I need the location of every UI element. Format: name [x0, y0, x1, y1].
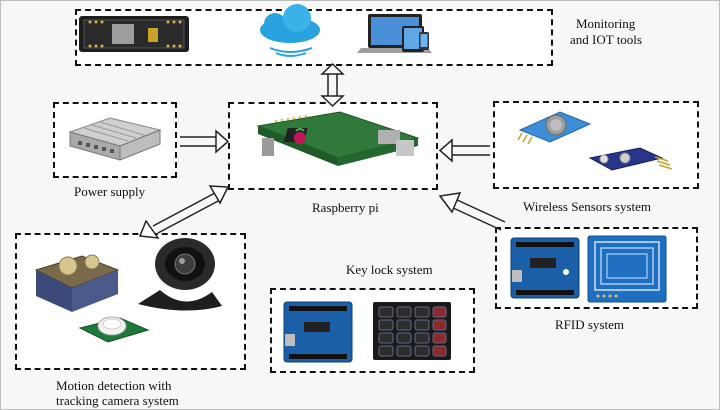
raspberry-pi-box	[228, 102, 438, 190]
motion-label-line1: Motion detection with	[56, 378, 172, 393]
monitoring-label-line1: Monitoring	[576, 16, 636, 31]
rfid-box	[495, 227, 698, 309]
power-supply-box	[53, 102, 177, 178]
motion-label-line2: tracking camera system	[56, 393, 179, 408]
key-lock-label: Key lock system	[346, 262, 433, 277]
rfid-label: RFID system	[555, 317, 624, 332]
wireless-sensors-label: Wireless Sensors system	[523, 199, 652, 214]
raspberry-pi-label: Raspberry pi	[312, 200, 379, 215]
monitoring-iot-box	[75, 9, 553, 66]
motion-detection-box	[15, 233, 246, 370]
wireless-sensors-box	[493, 101, 699, 189]
monitoring-label-line2: and IOT tools	[570, 32, 642, 47]
key-lock-box	[270, 288, 475, 373]
power-supply-label: Power supply	[74, 184, 146, 199]
